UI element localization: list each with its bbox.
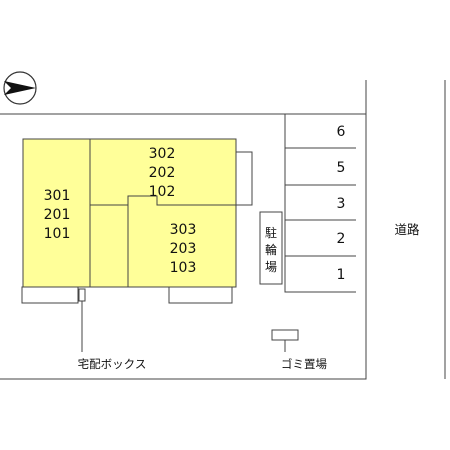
bicycle-parking [259, 211, 283, 285]
building [22, 138, 253, 288]
balcony-right [235, 151, 253, 206]
garbage-area [271, 329, 299, 341]
center-unit-label: 302 [149, 146, 176, 162]
porch-left [21, 286, 79, 304]
bicycle-parking-char: 場 [265, 260, 277, 274]
building-outline [22, 138, 237, 288]
right-unit-label: 303 [170, 222, 197, 238]
north-arrow-icon [3, 71, 37, 105]
parking-lot [284, 114, 356, 293]
parking-space-number: 1 [337, 267, 346, 283]
left-unit-label: 201 [44, 207, 71, 223]
garbage-label: ゴミ置場 [281, 357, 327, 371]
parking-space-number: 3 [337, 196, 346, 212]
center-unit-label: 102 [149, 184, 176, 200]
delivery-box [78, 288, 86, 302]
partition-center [90, 195, 236, 206]
left-unit-label: 101 [44, 226, 71, 242]
road-label: 道路 [394, 222, 420, 237]
right-unit-label: 203 [170, 241, 197, 257]
parking-space-number: 2 [337, 231, 346, 247]
bicycle-parking-char: 駐 [265, 225, 277, 240]
parking-space-number: 6 [337, 124, 346, 140]
center-unit-label: 202 [149, 165, 176, 181]
delivery-box-label: 宅配ボックス [78, 357, 147, 371]
bicycle-parking-char: 輪 [265, 242, 277, 257]
right-unit-label: 103 [170, 260, 197, 276]
left-unit-label: 301 [44, 188, 71, 204]
porch-right [168, 286, 233, 304]
parking-space-number: 5 [337, 160, 346, 176]
